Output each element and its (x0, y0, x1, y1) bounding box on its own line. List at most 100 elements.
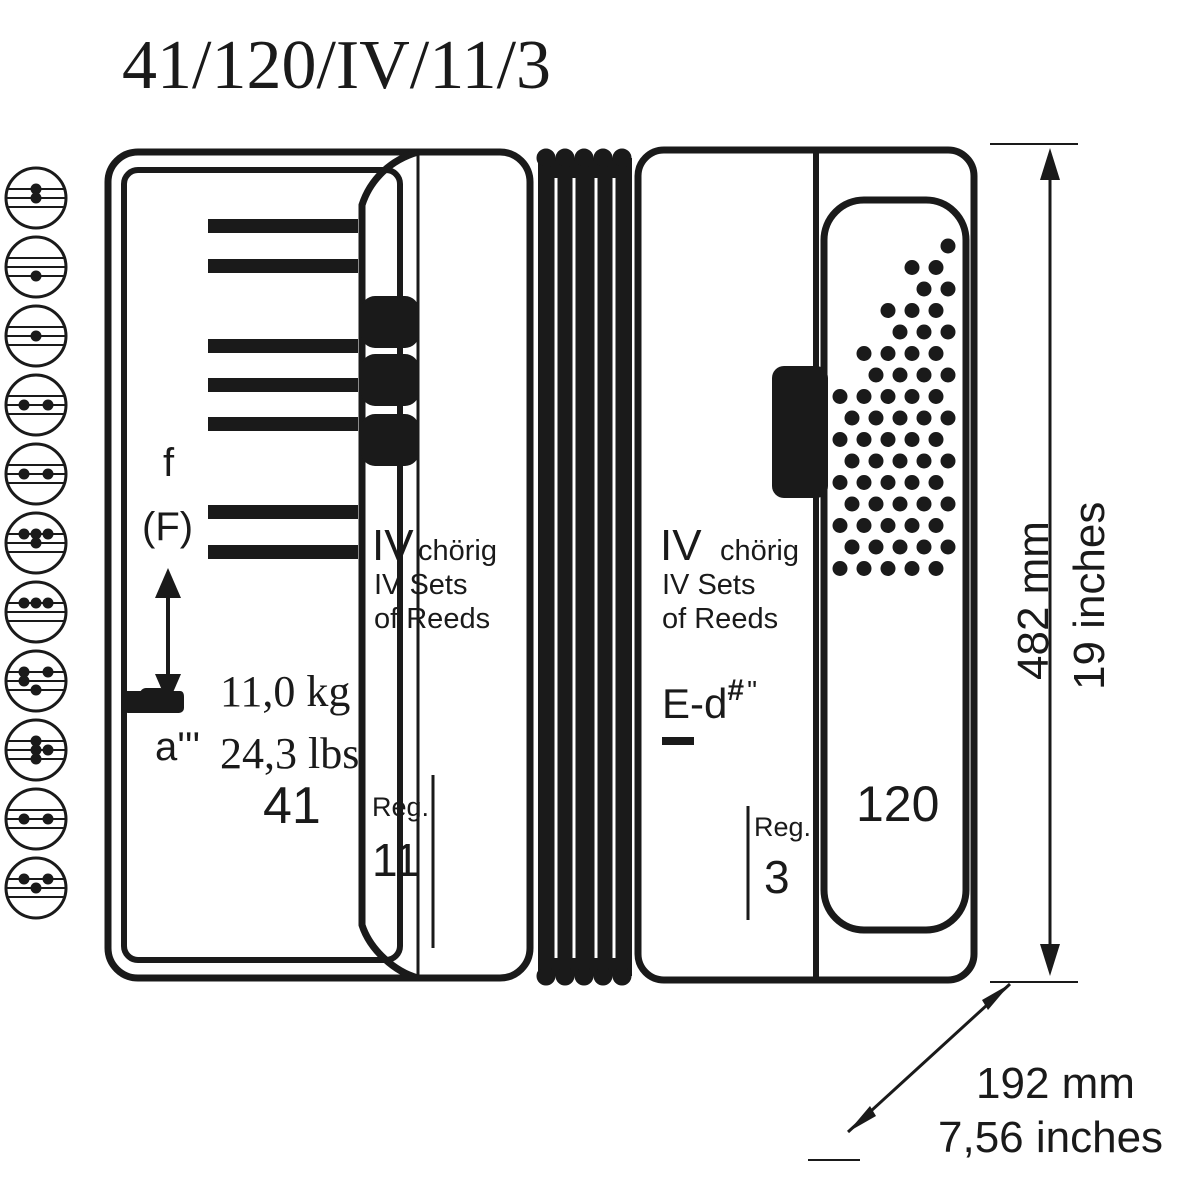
bass-button (940, 496, 956, 512)
bass-button-count: 120 (856, 776, 939, 832)
bass-reeds-en-1: IV Sets (662, 569, 756, 601)
treble-grille-curve (358, 148, 420, 982)
register-symbol-6-icon (4, 511, 68, 575)
bass-button (832, 518, 848, 533)
bass-button (892, 367, 908, 383)
weight-icon (123, 688, 184, 713)
register-switch (361, 414, 419, 466)
bass-register-switch (772, 366, 828, 498)
bass-button (868, 367, 884, 383)
bellows-edge (574, 148, 594, 168)
bass-button (928, 389, 944, 404)
register-symbol-10-icon (4, 787, 68, 851)
bass-button (904, 260, 920, 275)
bass-button (928, 260, 944, 275)
bellows-edge (612, 966, 632, 986)
bass-reg-count: 3 (764, 851, 790, 903)
bass-range-underline (662, 737, 694, 745)
bellows-edge (593, 148, 613, 168)
bass-side (634, 146, 978, 984)
register-symbol-4-icon (4, 373, 68, 437)
bass-button (928, 518, 944, 533)
bellows-edge (574, 966, 594, 986)
bass-button (868, 453, 884, 469)
bellows-edge (555, 966, 575, 986)
register-switch (361, 296, 419, 348)
black-key (208, 505, 358, 519)
treble-reeds-en-1: IV Sets (374, 569, 468, 601)
bass-reeds-en-2: of Reeds (662, 603, 778, 635)
arrow-down-left-icon (848, 1106, 876, 1132)
treble-labels: f (F) a''' 41 IV chörig IV Sets of Reeds… (142, 441, 497, 886)
bass-button (928, 561, 944, 576)
range-top-alt-note: (F) (142, 505, 193, 549)
bass-button (832, 432, 848, 447)
depth-dimension: 192 mm 7,56 inches (808, 982, 1163, 1162)
treble-keyboard-frame (121, 167, 403, 963)
bass-button (856, 475, 872, 490)
bass-button (844, 410, 860, 426)
register-symbol-8-icon (4, 649, 68, 713)
bass-button (916, 324, 932, 340)
bass-button (940, 410, 956, 426)
bass-button (904, 518, 920, 533)
bass-range-sharp: # (727, 674, 744, 707)
model-title: 41/120/IV/11/3 (122, 27, 551, 104)
bass-button (916, 539, 932, 555)
bass-button (832, 475, 848, 490)
treble-side (104, 148, 534, 982)
range-arrow (155, 568, 181, 704)
bass-button (916, 281, 932, 297)
treble-key-count: 41 (263, 777, 321, 835)
bass-button (856, 346, 872, 361)
bass-button (904, 475, 920, 490)
bass-button (832, 561, 848, 576)
bass-button (928, 432, 944, 447)
weight-block: 11,0 kg 24,3 lbs (123, 667, 359, 778)
bass-button (868, 410, 884, 426)
bass-button (928, 475, 944, 490)
bass-button (880, 389, 896, 404)
bass-button (940, 281, 956, 297)
treble-reeds-sub: chörig (418, 535, 497, 567)
bass-button (856, 518, 872, 533)
arrow-up-icon (1040, 148, 1060, 180)
bass-button (940, 367, 956, 383)
black-key (208, 378, 358, 392)
treble-reg-label: Reg. (372, 792, 429, 822)
bass-reg-label: Reg. (754, 812, 811, 842)
bass-button (856, 432, 872, 447)
bass-range-dash: -d (690, 680, 727, 727)
bass-reeds-sub: chörig (720, 535, 799, 567)
bass-button (832, 389, 848, 404)
bass-button (880, 303, 896, 318)
register-switch (361, 354, 419, 406)
bellows-edge (593, 966, 613, 986)
treble-reg-count: 11 (372, 834, 420, 886)
bass-button (916, 496, 932, 512)
black-key (208, 339, 358, 353)
bass-button (892, 410, 908, 426)
bellows-folds (536, 148, 632, 986)
arrow-down-icon (1040, 944, 1060, 976)
bass-button (904, 389, 920, 404)
bass-reeds-main: IV (660, 521, 702, 570)
bass-button (880, 475, 896, 490)
register-symbols (4, 166, 68, 920)
bass-button (928, 346, 944, 361)
bass-button (904, 432, 920, 447)
bass-button (892, 496, 908, 512)
bellows-edge (612, 148, 632, 168)
black-key (208, 417, 358, 431)
bass-button (880, 518, 896, 533)
black-key (208, 219, 358, 233)
bass-range-low: E (662, 680, 690, 727)
bass-button (904, 346, 920, 361)
bellows-edge (555, 148, 575, 168)
bellows (536, 148, 632, 986)
bass-button (892, 453, 908, 469)
black-key (208, 259, 358, 273)
register-symbol-1-icon (4, 166, 68, 230)
bass-button (940, 324, 956, 340)
arrow-up-right-icon (982, 984, 1010, 1010)
